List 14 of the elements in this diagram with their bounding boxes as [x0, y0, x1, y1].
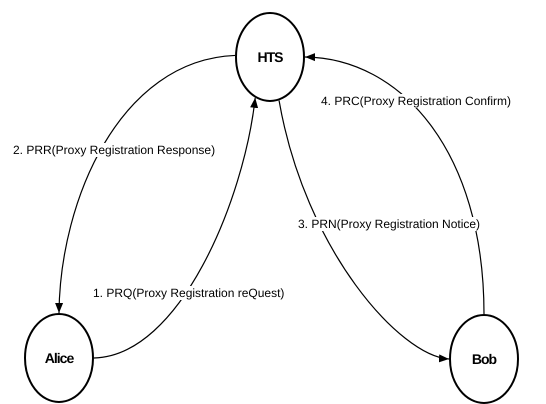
edge-label: 1. PRQ(Proxy Registration reQuest) [92, 286, 286, 300]
arrow [94, 98, 258, 359]
node-ellipse [235, 12, 305, 102]
arrow [56, 54, 236, 314]
node-label: HTS [258, 49, 282, 65]
arrow [278, 100, 450, 361]
node-ellipse [24, 313, 94, 403]
node-ellipse [449, 314, 519, 404]
node-label: Alice [44, 350, 74, 366]
edge-label: 2. PRR(Proxy Registration Response) [12, 143, 216, 157]
edge-label: 3. PRN(Proxy Registration Notice) [297, 217, 482, 231]
node-label: Bob [472, 351, 496, 367]
arrow [304, 54, 485, 314]
edge-label: 4. PRC(Proxy Registration Confirm) [320, 94, 512, 108]
